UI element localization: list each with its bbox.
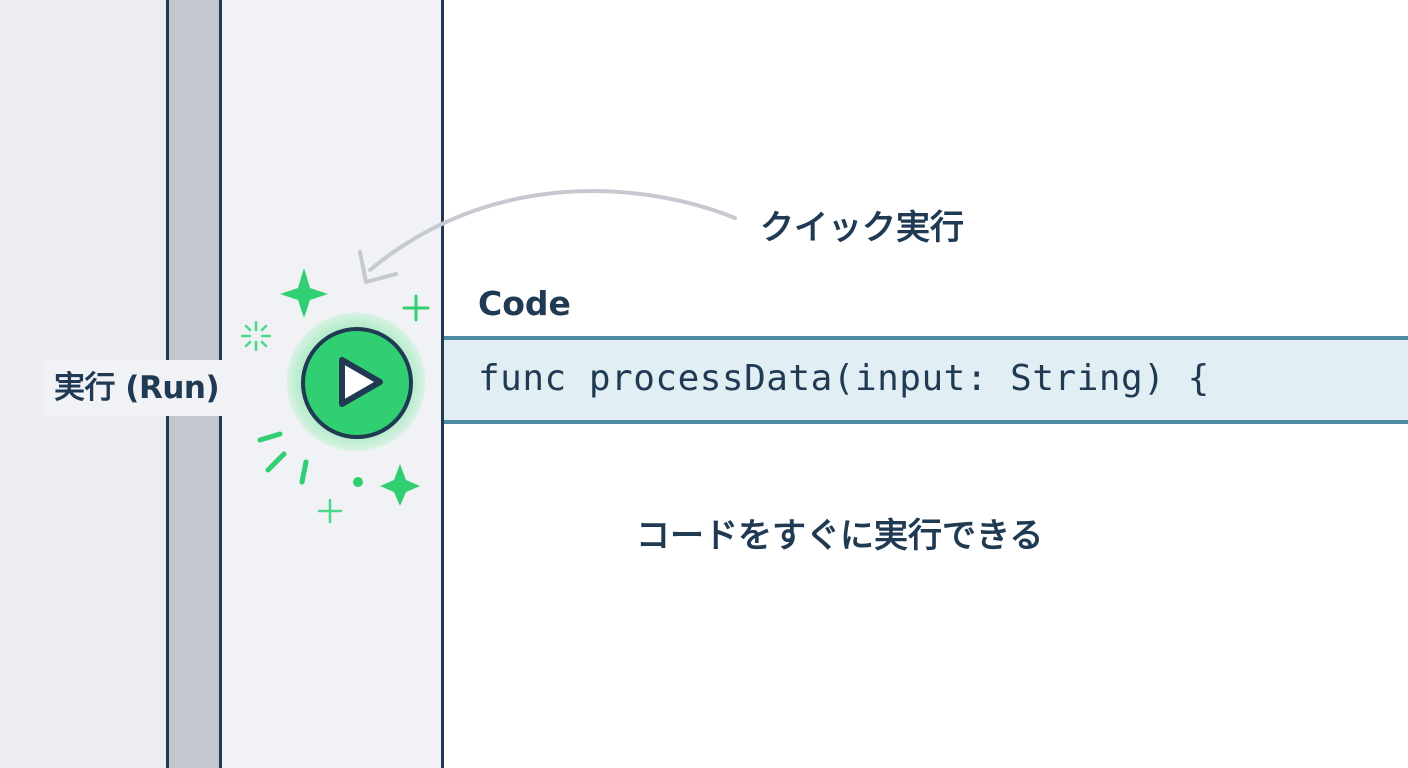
run-button[interactable] (286, 312, 426, 452)
quick-run-callout: クイック実行 (760, 208, 964, 248)
callout-arrow-icon (358, 189, 737, 284)
highlighted-code-line[interactable]: func processData(input: String) { (444, 336, 1408, 424)
sparkle-icons (240, 268, 430, 524)
code-line-text: func processData(input: String) { (478, 358, 1210, 399)
run-label: 実行 (Run) (44, 360, 230, 416)
code-heading: Code (478, 284, 571, 323)
caption-text: コードをすぐに実行できる (636, 516, 1044, 556)
play-icon (339, 357, 383, 407)
